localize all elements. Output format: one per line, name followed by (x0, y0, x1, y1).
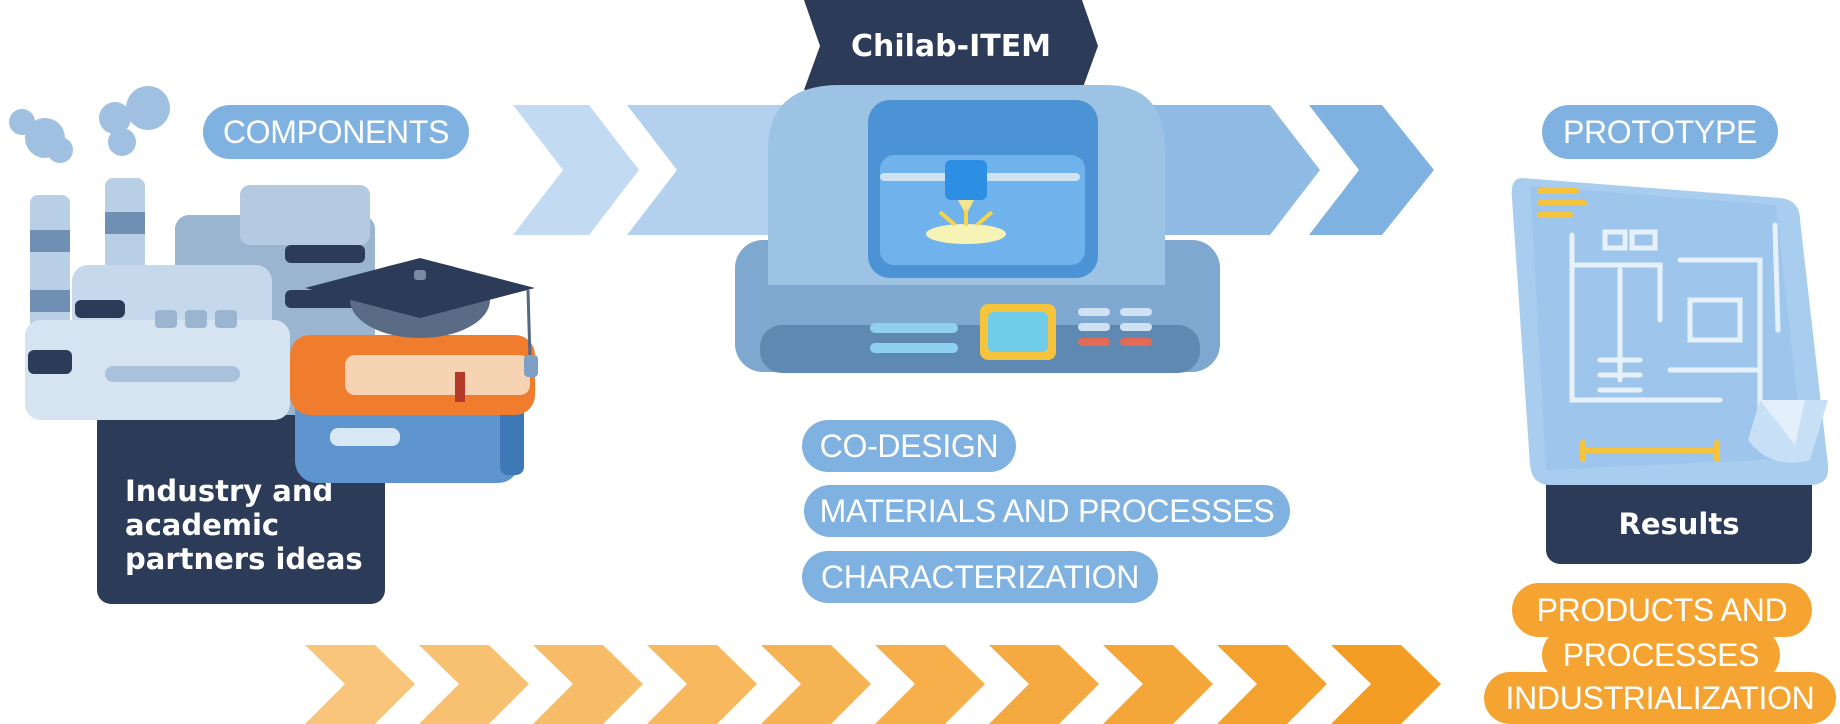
orange-chevron (989, 645, 1099, 724)
orange-chevron (1217, 645, 1327, 724)
final-line-3: INDUSTRIALIZATION (1484, 672, 1836, 724)
arrow-band (1140, 105, 1320, 235)
results-caption: Results (1618, 507, 1740, 541)
orange-chevron (533, 645, 643, 724)
input-caption-line-1: Industry and (125, 474, 334, 508)
orange-chevron (419, 645, 529, 724)
components-tag: COMPONENTS (203, 105, 469, 159)
orange-chevron (305, 645, 415, 724)
orange-chevron (1331, 645, 1441, 724)
orange-chevron (647, 645, 757, 724)
step-materials-processes: MATERIALS AND PROCESSES (804, 485, 1290, 537)
orange-chevron (1103, 645, 1213, 724)
step-characterization: CHARACTERIZATION (802, 551, 1158, 603)
header-title: Chilab-ITEM (850, 28, 1052, 64)
chevron-3 (1309, 105, 1434, 235)
orange-chevron (761, 645, 871, 724)
orange-chevron (875, 645, 985, 724)
input-caption-line-3: partners ideas (125, 542, 363, 576)
input-caption: Industry and academic partners ideas (125, 474, 385, 576)
chevron-1 (513, 105, 639, 235)
step-co-design: CO-DESIGN (802, 420, 1016, 472)
input-caption-line-2: academic (125, 508, 280, 542)
prototype-tag: PROTOTYPE (1542, 105, 1778, 159)
